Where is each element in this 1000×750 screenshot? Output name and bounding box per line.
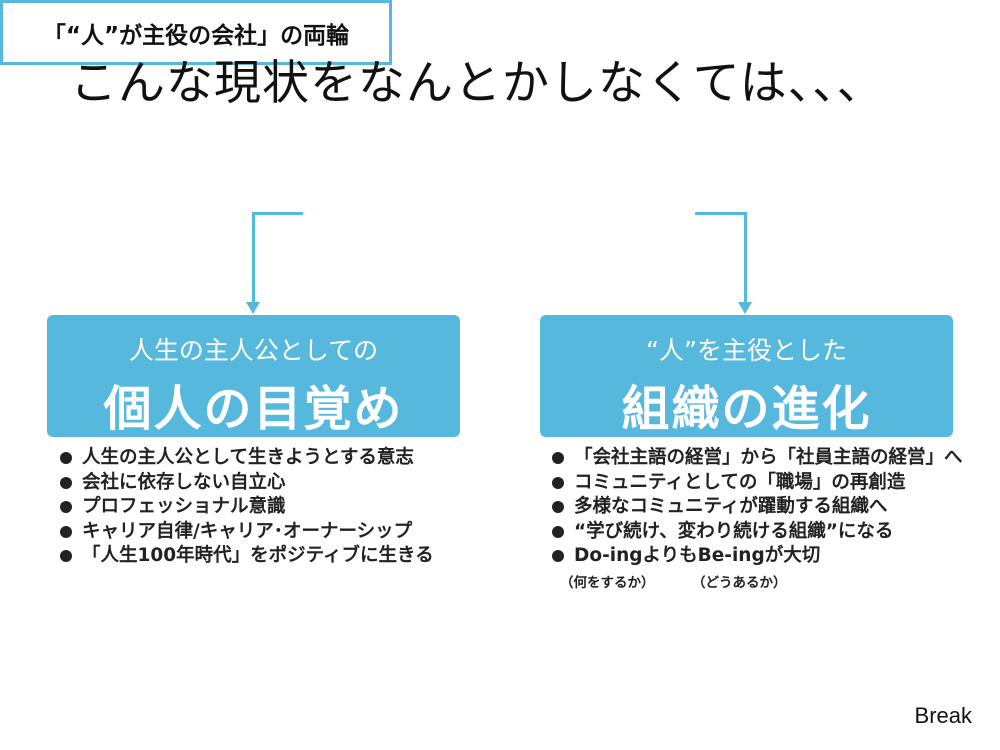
right-subtitle: “人”を主役とした bbox=[646, 336, 847, 365]
list-item: 人生の主人公として生きようとする意志 bbox=[60, 446, 434, 471]
bullet-icon bbox=[60, 525, 72, 538]
bullet-icon bbox=[552, 476, 564, 489]
bullet-icon bbox=[552, 525, 564, 538]
arrow-down-icon bbox=[738, 302, 752, 314]
left-heading: 個人の目覚め bbox=[103, 381, 404, 437]
list-item: 「会社主語の経営」から「社員主語の経営」へ bbox=[552, 446, 963, 471]
slide-title: こんな現状をなんとかしなくては、、、 bbox=[70, 56, 885, 111]
bullet-icon bbox=[60, 501, 72, 514]
connector-right-horizontal bbox=[695, 212, 747, 215]
bullet-icon bbox=[60, 550, 72, 563]
list-item: “学び続け、変わり続ける組織”になる bbox=[552, 520, 963, 545]
bullet-icon bbox=[552, 501, 564, 514]
list-item: プロフェッショナル意識 bbox=[60, 495, 434, 520]
individual-awakening-box: 人生の主人公としての 個人の目覚め bbox=[47, 315, 460, 437]
list-item: キャリア自律/キャリア･オーナーシップ bbox=[60, 520, 434, 545]
footer-label: Break bbox=[914, 703, 972, 728]
doing-note: （何をするか） bbox=[560, 575, 655, 591]
bullet-icon bbox=[60, 476, 72, 489]
organization-evolution-box: “人”を主役とした 組織の進化 bbox=[540, 315, 953, 437]
connector-left-vertical bbox=[252, 212, 255, 304]
being-note: （どうあるか） bbox=[692, 575, 787, 591]
connector-left-horizontal bbox=[252, 212, 303, 215]
bullet-icon bbox=[60, 452, 72, 465]
bullet-icon bbox=[552, 452, 564, 465]
right-heading: 組織の進化 bbox=[621, 381, 872, 437]
list-item: 会社に依存しない自立心 bbox=[60, 471, 434, 496]
list-item: コミュニティとしての「職場」の再創造 bbox=[552, 471, 963, 496]
list-item: 「人生100年時代」をポジティブに生きる bbox=[60, 544, 434, 569]
right-bullet-list: 「会社主語の経営」から「社員主語の経営」へ コミュニティとしての「職場」の再創造… bbox=[552, 446, 963, 569]
bullet-icon bbox=[552, 550, 564, 563]
list-item: Do-ingよりもBe-ingが大切 bbox=[552, 544, 963, 569]
list-item: 多様なコミュニティが躍動する組織へ bbox=[552, 495, 963, 520]
left-bullet-list: 人生の主人公として生きようとする意志 会社に依存しない自立心 プロフェッショナル… bbox=[60, 446, 434, 569]
top-concept-box: 「“人”が主役の会社」の両輪 bbox=[0, 0, 392, 65]
arrow-down-icon bbox=[246, 302, 260, 314]
connector-right-vertical bbox=[744, 212, 747, 304]
left-subtitle: 人生の主人公としての bbox=[128, 336, 379, 365]
